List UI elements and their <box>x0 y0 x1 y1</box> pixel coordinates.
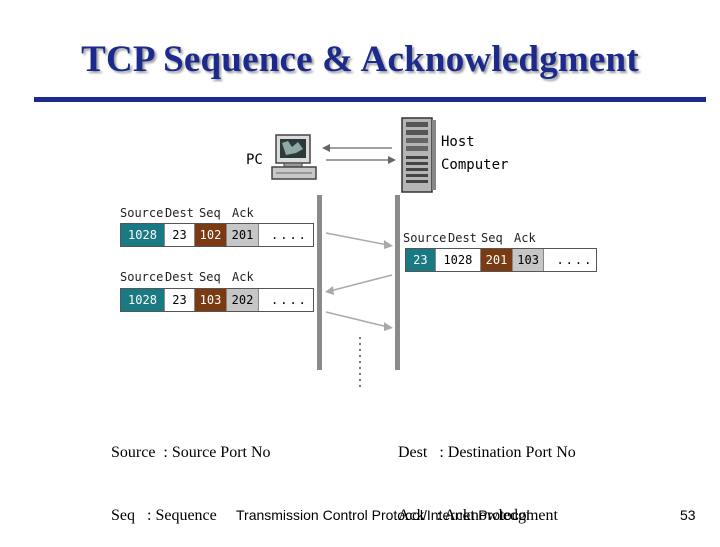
pc-icon <box>271 134 317 180</box>
timeline-diagram <box>317 195 400 387</box>
legend-dest: Dest : Destination Port No <box>398 444 576 461</box>
header-ack: Ack <box>232 206 254 220</box>
segment-source: 1028 <box>121 224 165 246</box>
host-timeline <box>395 195 400 370</box>
segment-seq: 103 <box>195 289 227 311</box>
pc-label: PC <box>246 152 263 168</box>
header-dest: Dest <box>448 231 477 245</box>
header-dest: Dest <box>165 206 194 220</box>
legend-ack: Ack : Acknowledgment <box>398 507 558 524</box>
host-label-line2: Computer <box>441 157 509 173</box>
segment-ack: 103 <box>512 249 545 271</box>
segment-data: .... <box>259 224 313 246</box>
header-source: Source <box>403 231 447 245</box>
header-ack: Ack <box>514 231 536 245</box>
header-ack: Ack <box>232 270 254 284</box>
pc-timeline <box>317 195 322 370</box>
header-seq: Seq <box>481 231 503 245</box>
segment-1: 1028 23 102 201 .... <box>120 223 314 247</box>
title-rule <box>34 97 706 102</box>
legend-seq: Seq : Sequence <box>111 507 217 524</box>
arrow-pc-to-host-2 <box>325 311 389 328</box>
server-icon <box>401 117 436 193</box>
header-seq: Seq <box>199 206 221 220</box>
segment-seq: 201 <box>481 249 513 271</box>
segment-source: 1028 <box>121 289 165 311</box>
legend-source: Source : Source Port No <box>111 444 271 461</box>
segment-dest: 1028 <box>435 249 482 271</box>
arrow-host-to-pc <box>329 274 393 292</box>
connection-arrows <box>322 144 396 164</box>
header-dest: Dest <box>165 270 194 284</box>
legend-right: Dest : Destination Port No Ack : Acknowl… <box>398 400 576 547</box>
header-source: Source <box>120 270 164 284</box>
slide-footer: Transmission Control Protocol/Internet P… <box>236 507 530 523</box>
segment-seq: 102 <box>195 224 227 246</box>
slide-title: TCP Sequence & Acknowledgment <box>81 39 639 80</box>
host-label-line1: Host <box>441 134 475 150</box>
segment-data: .... <box>259 289 313 311</box>
header-source: Source <box>120 206 164 220</box>
segment-source: 23 <box>406 249 436 271</box>
arrow-pc-to-host-1 <box>325 232 389 246</box>
segment-3: 1028 23 103 202 .... <box>120 288 314 312</box>
segment-2: 23 1028 201 103 .... <box>405 248 597 272</box>
header-seq: Seq <box>199 270 221 284</box>
segment-dest: 23 <box>165 289 195 311</box>
page-number: 53 <box>680 507 696 523</box>
segment-dest: 23 <box>165 224 195 246</box>
segment-ack: 201 <box>227 224 259 246</box>
segment-data: .... <box>544 249 596 271</box>
segment-ack: 202 <box>227 289 259 311</box>
legend-left: Source : Source Port No Seq : Sequence <box>111 400 271 547</box>
